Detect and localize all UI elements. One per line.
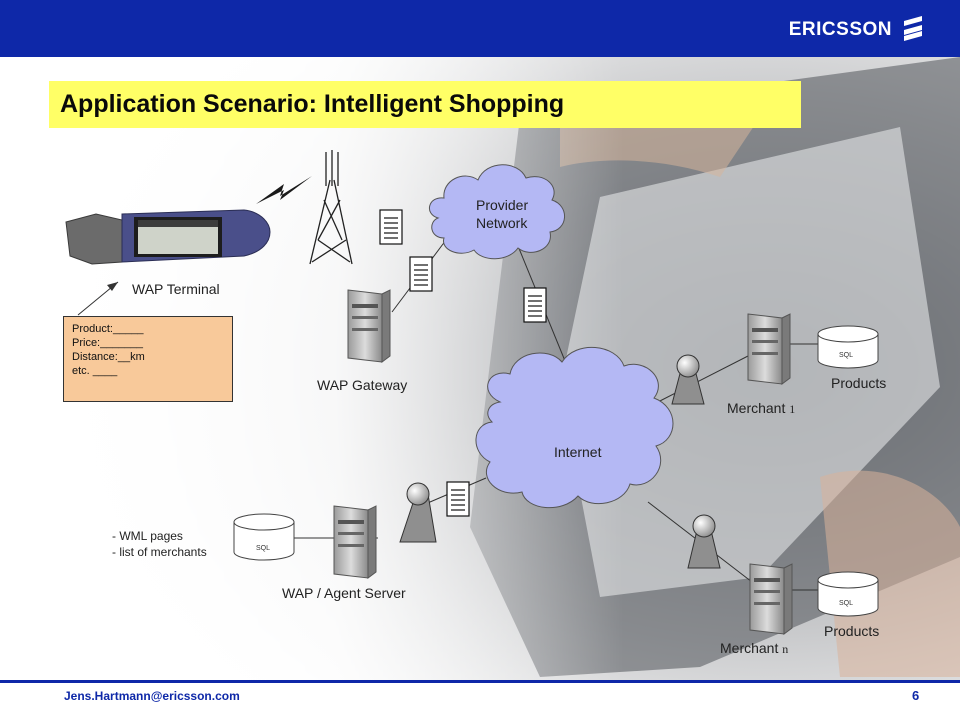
sql-label: SQL (839, 352, 854, 359)
merchant-n-label: Merchant n (720, 640, 789, 656)
criteria-line: Distance:__km (72, 351, 145, 363)
footer-email: Jens.Hartmann@ericsson.com (64, 689, 240, 703)
antenna-tower-icon (309, 150, 353, 265)
agent-icon (671, 354, 705, 405)
document-icon (446, 481, 470, 517)
arrow-head (107, 282, 118, 291)
provider-network-cloud (429, 164, 565, 260)
wap-terminal-label: WAP Terminal (132, 281, 220, 297)
provider-network-label-line1: Provider (476, 197, 529, 213)
products-label: Products (831, 375, 887, 391)
provider-network-label-line2: Network (476, 215, 528, 231)
merchant-1-server-icon (747, 313, 791, 385)
footer-rule (0, 680, 960, 683)
wap-gateway-label: WAP Gateway (317, 377, 408, 393)
header-bar: ERICSSON (0, 0, 960, 57)
slide-title: Application Scenario: Intelligent Shoppi… (60, 90, 565, 118)
ericsson-logo-icon (904, 16, 922, 41)
document-icon (379, 209, 403, 245)
agent-server-icon (333, 505, 377, 579)
document-icon (409, 256, 433, 292)
internet-cloud (475, 347, 674, 509)
criteria-line: etc. ____ (72, 365, 118, 377)
agent-note-line: - WML pages (112, 529, 183, 543)
wireless-signal-icon (256, 176, 312, 204)
merchant-1-label: Merchant 1 (727, 400, 796, 416)
sql-label: SQL (256, 545, 271, 552)
agent-server-label: WAP / Agent Server (282, 585, 406, 601)
wap-phone-icon (65, 209, 271, 265)
database-icon (817, 571, 879, 617)
internet-label: Internet (554, 444, 602, 460)
criteria-line: Product:_____ (72, 323, 144, 335)
database-icon (233, 513, 295, 561)
document-icon (523, 287, 547, 323)
agent-icon (687, 514, 721, 569)
page-number: 6 (912, 688, 920, 703)
agent-note-line: - list of merchants (112, 545, 207, 559)
products-label: Products (824, 623, 880, 639)
agent-icon (399, 482, 437, 543)
title-banner: Application Scenario: Intelligent Shoppi… (49, 81, 801, 128)
search-criteria-box: Product:_____ Price:_______ Distance:__k… (63, 316, 233, 402)
wap-gateway-server-icon (347, 289, 391, 363)
criteria-line: Price:_______ (72, 337, 143, 349)
sql-label: SQL (839, 600, 854, 607)
brand-wordmark: ERICSSON (788, 19, 892, 40)
database-icon (817, 325, 879, 369)
merchant-n-server-icon (749, 563, 793, 635)
